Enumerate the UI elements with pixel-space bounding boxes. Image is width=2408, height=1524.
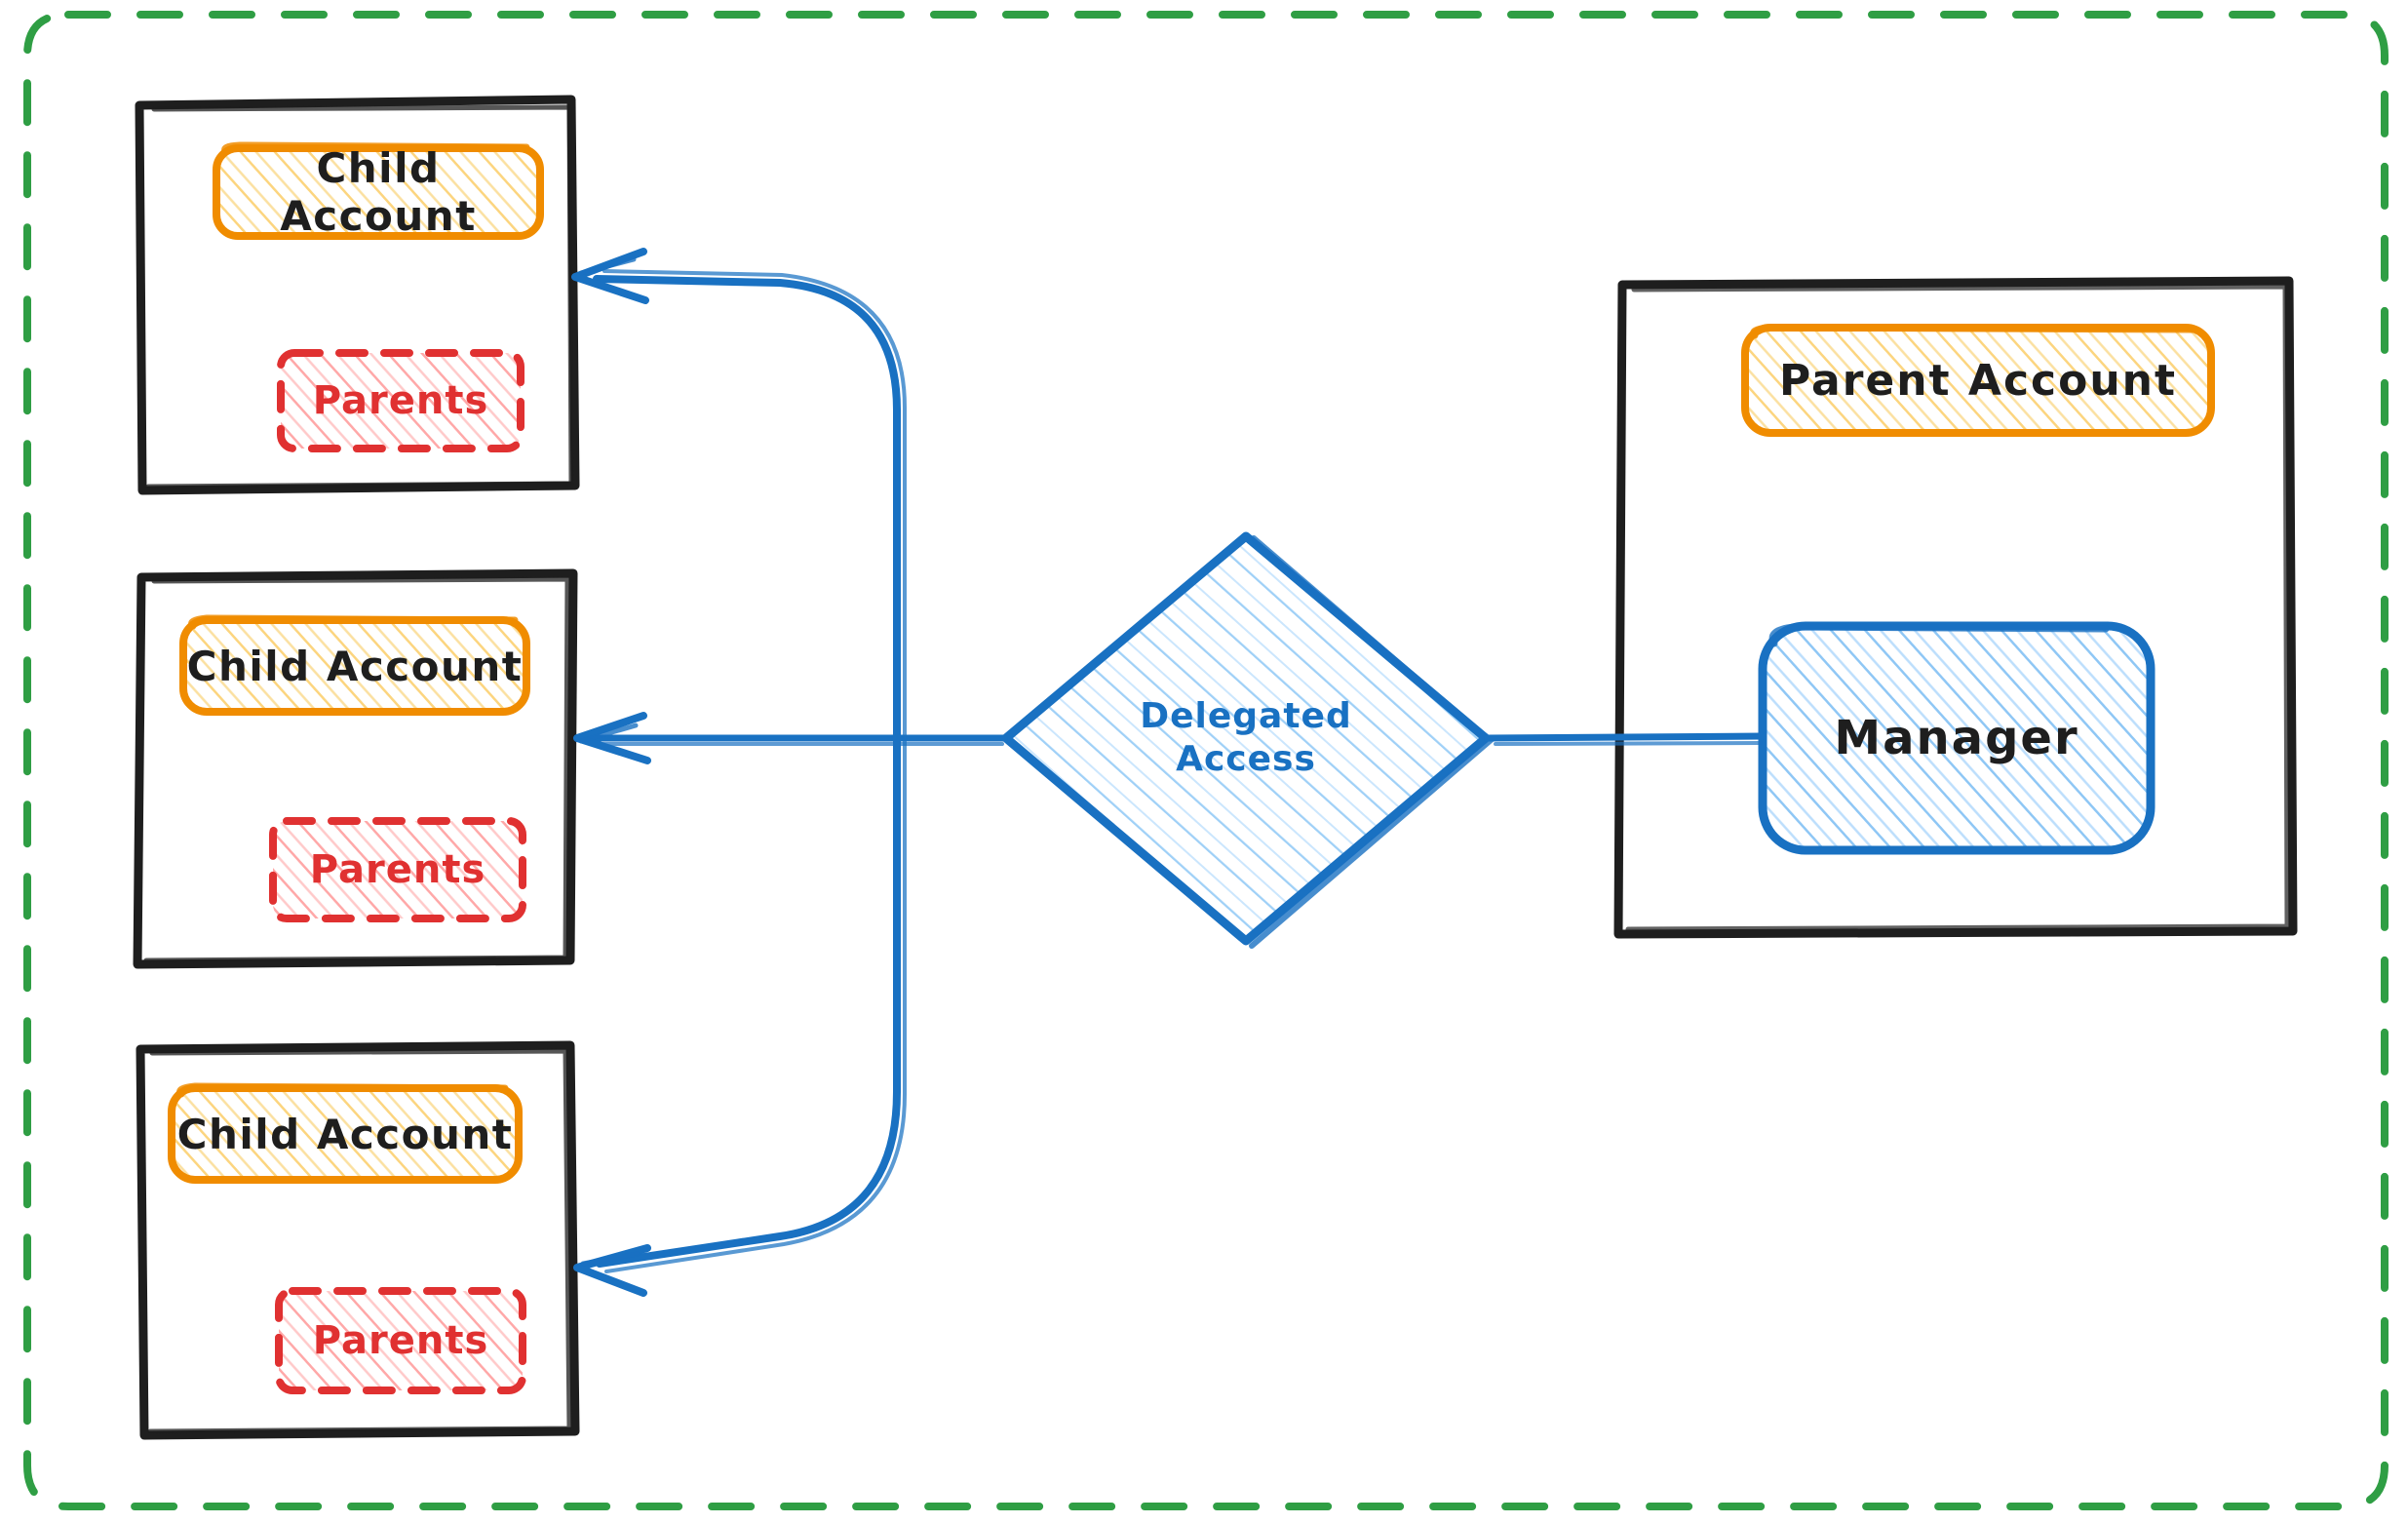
child-account-3-box[interactable] [168,1082,523,1184]
child-account-3-parents-box[interactable] [275,1287,526,1394]
child-account-1-parents-box[interactable] [277,349,524,452]
connector-delegated-to-child-3 [573,734,907,1297]
child-account-3[interactable] [136,1040,580,1440]
organization-boundary [23,11,2389,1510]
child-account-2[interactable] [133,568,578,969]
manager-box[interactable] [1758,621,2156,855]
delegated-access-diamond[interactable] [1001,531,1495,949]
child-account-1-box[interactable] [213,141,544,240]
parent-account-container[interactable] [1613,276,2298,939]
connector-manager-to-delegated [1484,732,1767,746]
child-account-2-box[interactable] [179,614,530,716]
child-account-2-parents-box[interactable] [269,817,526,922]
connector-delegated-to-child-1 [571,248,907,742]
child-account-1[interactable] [135,95,580,495]
parent-account-box[interactable] [1741,324,2215,437]
connector-delegated-to-child-2 [573,712,1008,764]
